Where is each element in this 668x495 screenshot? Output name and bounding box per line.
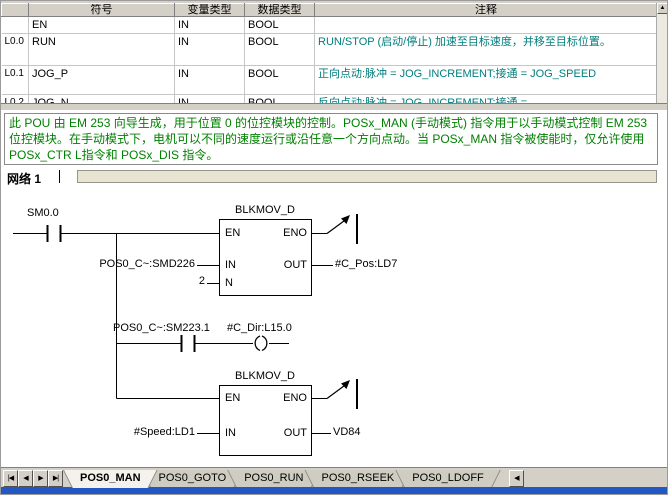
- port-en: EN: [225, 227, 241, 239]
- cell-data-type[interactable]: BOOL: [244, 16, 315, 34]
- port-n: N: [225, 277, 233, 289]
- pou-comment-box[interactable]: 此 POU 由 EM 253 向导生成，用于位置 0 的位控模块的控制。POSx…: [4, 113, 658, 165]
- scroll-up-button[interactable]: ▲: [657, 3, 667, 14]
- program-editor: 此 POU 由 EM 253 向导生成，用于位置 0 的位控模块的控制。POSx…: [1, 111, 667, 467]
- tab-label: POS0_RSEEK: [321, 472, 395, 484]
- subroutine-tabs: POS0_MAN POS0_GOTO POS0_RUN POS0_RSEEK P…: [71, 470, 493, 488]
- cell-symbol[interactable]: EN: [28, 16, 175, 34]
- tab-label: POS0_MAN: [80, 472, 141, 484]
- table-header-row: 符号 变量类型 数据类型 注释: [1, 3, 658, 17]
- table-row: L0.2 JOG_N IN BOOL 反向点动:脉冲 = JOG_INCREME…: [1, 94, 658, 103]
- tab-bar: |◀ ◀ ▶ ▶| POS0_MAN POS0_GOTO POS0_RUN PO…: [1, 467, 667, 489]
- header-comment: 注释: [314, 3, 658, 17]
- in-operand[interactable]: POS0_C~:SMD226: [99, 258, 195, 270]
- cell-data-type[interactable]: BOOL: [244, 65, 315, 95]
- header-data-type: 数据类型: [244, 3, 315, 17]
- contact-symbols[interactable]: [46, 214, 358, 409]
- coil-symbol[interactable]: [254, 335, 268, 352]
- cell-address: [1, 16, 29, 34]
- variable-table: 符号 变量类型 数据类型 注释 EN IN BOOL L0.0 RUN IN B…: [1, 3, 667, 103]
- arrow-head-icon: [341, 380, 350, 389]
- bottom-scrollbar-strip[interactable]: [1, 487, 667, 494]
- n-operand[interactable]: 2: [198, 275, 205, 287]
- port-in: IN: [225, 259, 236, 271]
- block-title[interactable]: BLKMOV_D: [235, 204, 295, 216]
- cell-comment[interactable]: 反向点动:脉冲 = JOG_INCREMENT;接通 =: [314, 94, 658, 103]
- contact-operand[interactable]: POS0_C~:SM223.1: [113, 322, 210, 334]
- cell-comment[interactable]: 正向点动:脉冲 = JOG_INCREMENT;接通 = JOG_SPEED: [314, 65, 658, 95]
- cell-symbol[interactable]: JOG_N: [28, 94, 175, 103]
- tab-scroll-last-button[interactable]: ▶|: [48, 470, 63, 487]
- port-out: OUT: [283, 259, 307, 271]
- blkmov-block-2[interactable]: [219, 385, 312, 456]
- contact-operand[interactable]: SM0.0: [27, 207, 59, 219]
- cell-symbol[interactable]: JOG_P: [28, 65, 175, 95]
- out-operand[interactable]: #C_Pos:LD7: [335, 258, 398, 270]
- header-var-type: 变量类型: [174, 3, 245, 17]
- tab-scroll-first-button[interactable]: |◀: [3, 470, 18, 487]
- tab-bar-scroll-left-button[interactable]: ◀: [508, 470, 524, 487]
- scroll-up-icon: ▲: [659, 5, 666, 11]
- tab-pos0-run[interactable]: POS0_RUN: [228, 470, 319, 488]
- coil-operand[interactable]: #C_Dir:L15.0: [227, 322, 292, 334]
- cell-var-type[interactable]: IN: [174, 16, 245, 34]
- cell-address: L0.0: [1, 33, 29, 66]
- tab-pos0-rseek[interactable]: POS0_RSEEK: [305, 470, 410, 488]
- network-header: 网络 1: [1, 169, 667, 186]
- table-vertical-scrollbar[interactable]: ▲: [656, 3, 667, 103]
- port-en: EN: [225, 392, 241, 404]
- tab-pos0-ldoff[interactable]: POS0_LDOFF: [396, 470, 500, 488]
- cell-address: L0.1: [1, 65, 29, 95]
- out-operand[interactable]: VD84: [333, 426, 361, 438]
- port-in: IN: [225, 427, 236, 439]
- tab-label: POS0_LDOFF: [412, 472, 484, 484]
- cell-var-type[interactable]: IN: [174, 94, 245, 103]
- port-eno: ENO: [283, 227, 307, 239]
- port-eno: ENO: [283, 392, 307, 404]
- ladder-canvas: [13, 214, 358, 456]
- cell-data-type[interactable]: BOOL: [244, 94, 315, 103]
- header-address: [1, 3, 29, 17]
- tab-label: POS0_GOTO: [158, 472, 227, 484]
- blkmov-block-1[interactable]: [219, 219, 312, 296]
- cell-data-type[interactable]: BOOL: [244, 33, 315, 66]
- port-out: OUT: [283, 427, 307, 439]
- continuation-arrows: [326, 215, 350, 399]
- in-operand[interactable]: #Speed:LD1: [133, 426, 195, 438]
- tab-pos0-goto[interactable]: POS0_GOTO: [143, 470, 243, 488]
- table-row: L0.1 JOG_P IN BOOL 正向点动:脉冲 = JOG_INCREME…: [1, 65, 658, 95]
- cell-comment[interactable]: [314, 16, 658, 34]
- cell-var-type[interactable]: IN: [174, 33, 245, 66]
- tab-scroll-prev-button[interactable]: ◀: [18, 470, 33, 487]
- table-row: L0.0 RUN IN BOOL RUN/STOP (启动/停止) 加速至目标速…: [1, 33, 658, 66]
- tab-scroll-next-button[interactable]: ▶: [33, 470, 48, 487]
- arrow-head-icon: [341, 215, 350, 224]
- cell-address: L0.2: [1, 94, 29, 103]
- text-cursor: [59, 170, 60, 183]
- cell-comment[interactable]: RUN/STOP (启动/停止) 加速至目标速度，并移至目标位置。: [314, 33, 658, 66]
- tab-pos0-man[interactable]: POS0_MAN: [64, 470, 157, 488]
- header-symbol: 符号: [28, 3, 175, 17]
- table-row: EN IN BOOL: [1, 16, 658, 34]
- block-title[interactable]: BLKMOV_D: [235, 370, 295, 382]
- tab-label: POS0_RUN: [244, 472, 304, 484]
- tab-nav-buttons: |◀ ◀ ▶ ▶|: [3, 470, 63, 487]
- cell-symbol[interactable]: RUN: [28, 33, 175, 66]
- blkmov-blocks[interactable]: [219, 219, 312, 456]
- ladder-wires: [13, 233, 333, 434]
- network-label: 网络 1: [7, 172, 42, 186]
- ladder-diagram: SM0.0 BLKMOV_D EN ENO IN N OUT POS0_C~:S…: [1, 187, 667, 467]
- table-editor-splitter[interactable]: [1, 103, 667, 111]
- cell-var-type[interactable]: IN: [174, 65, 245, 95]
- network-comment-field[interactable]: [77, 170, 657, 183]
